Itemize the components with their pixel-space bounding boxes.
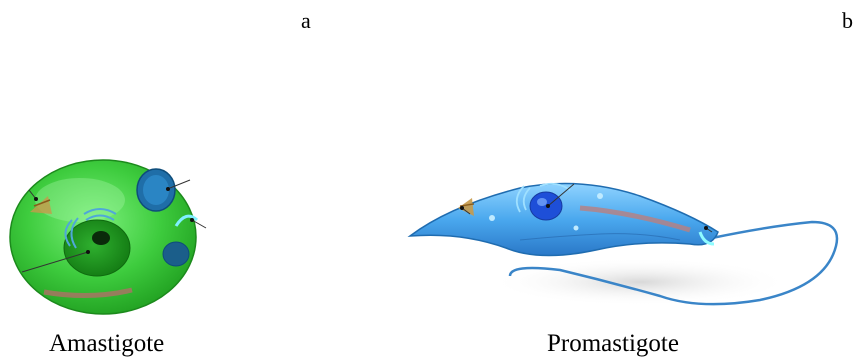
promastigote-body (410, 184, 718, 256)
promastigote-shadow (490, 258, 790, 306)
caption-amastigote: Amastigote (49, 330, 164, 358)
amastigote-cell (10, 160, 206, 314)
amastigote-mitochondrion (163, 242, 189, 266)
amastigote-nucleus (64, 220, 130, 276)
amastigote-nucleolus (92, 231, 110, 245)
caption-promastigote: Promastigote (547, 330, 679, 358)
promastigote-cell (410, 184, 837, 307)
